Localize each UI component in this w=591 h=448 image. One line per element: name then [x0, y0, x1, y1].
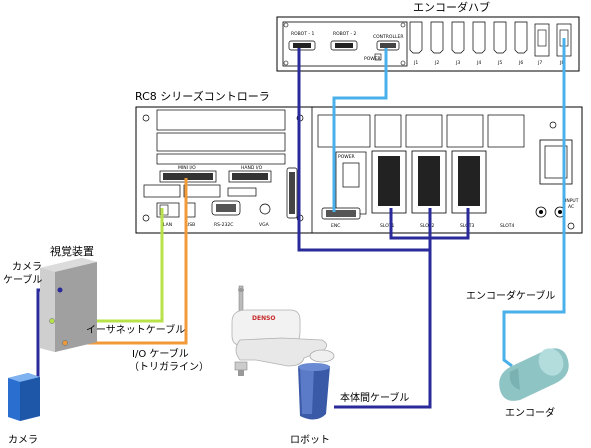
camera-device — [8, 373, 40, 421]
encoder-device — [499, 348, 569, 401]
rc8-power-label: POWER — [338, 154, 355, 160]
hub-controller-cable — [332, 48, 388, 212]
hub-robot1-label: ROBOT - 1 — [291, 31, 314, 37]
robot-cable — [334, 238, 432, 409]
encoder-hub-label: エンコーダハブ — [413, 0, 490, 14]
rc8-slot1-label: SLOT1 — [380, 223, 394, 229]
rc8-label: RC8 シリーズコントローラ — [135, 89, 270, 103]
rc8-slot2-label: SLOT2 — [420, 223, 434, 229]
rc8-lan-label: LAN — [163, 222, 172, 228]
robot-cable-label: 本体間ケーブル — [340, 391, 409, 404]
vision-label: 視覚装置 — [50, 244, 94, 258]
camera-cable-label-1: カメラ — [12, 261, 42, 273]
io-cable-label-2: （トリガライン） — [129, 361, 209, 373]
hub-port-j1: J1 — [413, 60, 418, 66]
io-cable-label-1: I/O ケーブル — [132, 347, 189, 360]
encoder-hub: ROBOT - 1 ROBOT - 2 CONTROLLER POWER J1 … — [276, 16, 580, 72]
vision-device — [40, 258, 97, 352]
rc8-vga-label: VGA — [259, 222, 270, 228]
rc8-slot-terminals — [371, 150, 487, 214]
hub-power-label: POWER — [364, 56, 381, 62]
hub-port-j8: J8 — [559, 60, 564, 66]
hub-port-j3: J3 — [455, 60, 460, 66]
rc8-input-label: INPUT — [565, 198, 579, 204]
rc8-hand-io-label: HAND I/O — [241, 165, 263, 171]
rc8-rs232c-label: RS-232C — [214, 222, 233, 228]
rc8-usb-label: USB — [186, 222, 195, 228]
hub-port-j7: J7 — [537, 60, 542, 66]
hub-port-j2: J2 — [434, 60, 439, 66]
robot-brand-label: DENSO — [252, 315, 276, 322]
rc8-mini-io-label: MINI I/O — [178, 165, 196, 171]
io-cable — [65, 178, 188, 345]
hub-port-j4: J4 — [476, 60, 481, 66]
rc8-slot4-label: SLOT4 — [500, 223, 514, 229]
encoder-cable — [502, 38, 566, 368]
encoder-cable-label: エンコーダケーブル — [466, 289, 555, 302]
rc8-enc-label: ENC — [331, 223, 340, 229]
hub-port-j6: J6 — [518, 60, 523, 66]
camera-label: カメラ — [8, 434, 38, 446]
robot-cable-hub — [297, 48, 432, 252]
rc8-controller: MINI I/O HAND I/O LAN USB RS-232C VGA PO… — [135, 106, 583, 234]
ethernet-cable-label: イーサネットケーブル — [86, 323, 185, 336]
camera-cable-label-2: ケーブル — [3, 273, 42, 286]
hub-controller-label: CONTROLLER — [373, 34, 403, 40]
robot-label: ロボット — [290, 434, 330, 446]
rc8-ac-label: AC — [568, 204, 574, 210]
robot-device: DENSO — [231, 285, 335, 420]
hub-j-ports: J1 J2 J3 J4 J5 J6 J7 J8 — [409, 21, 572, 66]
encoder-label: エンコーダ — [505, 406, 555, 419]
hub-port-j5: J5 — [497, 60, 502, 66]
hub-robot2-label: ROBOT - 2 — [333, 31, 356, 37]
